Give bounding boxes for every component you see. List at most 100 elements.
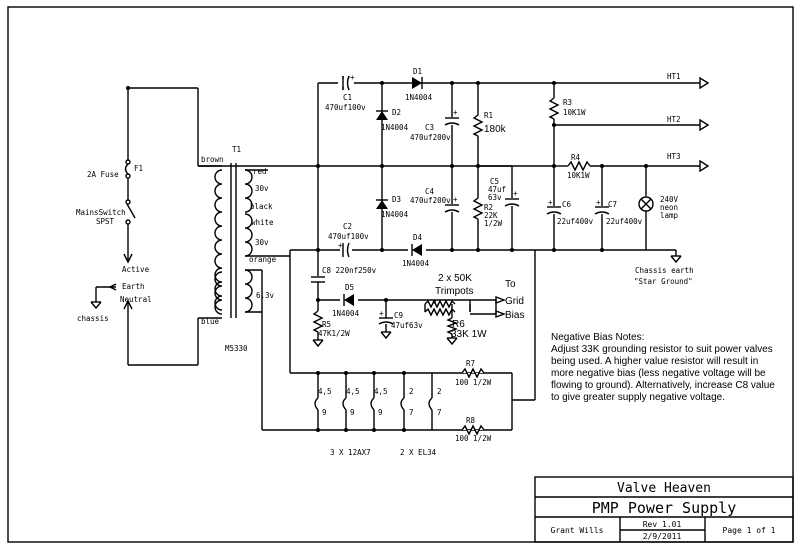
project-title: PMP Power Supply: [592, 499, 737, 517]
d3-label: D3: [392, 195, 401, 204]
r4-label: R4: [571, 153, 581, 162]
r7-label: R7: [466, 359, 475, 368]
to-grid-bias-3: Bias: [505, 310, 524, 321]
neon-lamp: [638, 196, 654, 212]
trimpot-1: [424, 299, 456, 309]
svg-text:+: +: [379, 309, 384, 318]
bias-notes: Negative Bias Notes: Adjust 33K groundin…: [551, 332, 775, 403]
ht1-terminal: [699, 76, 710, 90]
svg-text:+: +: [548, 198, 553, 207]
heater-pin-b-5: 7: [437, 408, 442, 417]
notes-line-5: to give greater supply negative voltage.: [551, 392, 725, 403]
neon-label-1: 240V: [660, 195, 679, 204]
c6-capacitor: [546, 206, 562, 215]
neon-label-2: neon: [660, 203, 678, 212]
r4-value: 10K1W: [567, 171, 590, 180]
grid-bias-arrow-1: [495, 295, 506, 305]
r2-label: R2: [484, 203, 493, 212]
c3-value: 470uf200v: [410, 133, 451, 142]
star-ground-label: "Star Ground": [634, 277, 693, 286]
page-number: Page 1 of 1: [723, 526, 776, 535]
sheet-border: [7, 6, 794, 543]
c9-value: 47uf63v: [391, 321, 423, 330]
v30a-label: 30v: [255, 184, 269, 193]
r6-resistor: [446, 317, 458, 335]
c9-capacitor: [378, 317, 394, 325]
notes-line-4: flowing to ground). Alternatively, incre…: [551, 380, 775, 391]
c8-capacitor: [311, 276, 325, 283]
title-block: Valve Heaven PMP Power Supply Grant Will…: [534, 476, 794, 543]
c8-label: C8 220nf250v: [322, 266, 377, 275]
chassis-ground-symbol: [670, 255, 682, 263]
to-grid-bias-1: To: [505, 279, 516, 290]
red-label: red: [253, 167, 267, 176]
polarity-marks: + + + + + + + +: [338, 73, 601, 318]
d1-value: 1N4004: [405, 93, 433, 102]
f1-label: F1: [134, 164, 143, 173]
heater-pin-b-4: 7: [409, 408, 414, 417]
r1-value: 180k: [484, 124, 507, 135]
fuse-label: 2A Fuse: [87, 170, 119, 179]
r2-value-2: 1/2W: [484, 219, 503, 228]
d4-value: 1N4004: [402, 259, 430, 268]
revision-date: 2/9/2011: [643, 532, 682, 541]
black-label: black: [250, 202, 273, 211]
white-label: white: [251, 218, 274, 227]
r1-label: R1: [484, 111, 493, 120]
d3-diode: [376, 199, 388, 209]
v30b-label: 30v: [255, 238, 269, 247]
svg-text:+: +: [453, 108, 458, 117]
neutral-label: Neutral: [120, 295, 152, 304]
r7-resistor: [461, 367, 485, 379]
c4-label: C4: [425, 187, 435, 196]
r5-value: 47K1/2W: [318, 329, 350, 338]
d4-diode: [408, 244, 426, 256]
r8-value: 100 1/2W: [455, 434, 492, 443]
svg-text:+: +: [338, 241, 343, 250]
c1-capacitor: [338, 75, 354, 91]
c7-label: C7: [608, 200, 617, 209]
c5-capacitor: [504, 198, 520, 207]
c5-value-1: 47uf: [488, 185, 506, 194]
r1-resistor: [472, 114, 484, 137]
transformer-t1: [214, 163, 253, 318]
c4-capacitor: [444, 204, 460, 213]
c2-capacitor: [340, 242, 352, 258]
r2-resistor: [472, 197, 484, 220]
svg-text:+: +: [350, 73, 355, 82]
r8-label: R8: [466, 416, 476, 425]
ht3-label: HT3: [667, 152, 681, 161]
r3-resistor: [548, 97, 560, 120]
trimpot-label-1: 2 x 50K: [438, 273, 472, 284]
orange-label: orange: [249, 255, 277, 264]
r7-value: 100 1/2W: [455, 378, 492, 387]
heater-pin-a-2: 4,5: [346, 387, 360, 396]
svg-text:+: +: [453, 195, 458, 204]
ht2-label: HT2: [667, 115, 681, 124]
d2-label: D2: [392, 108, 401, 117]
junction-dots: [126, 81, 648, 432]
c9-label: C9: [394, 311, 403, 320]
c5-label: C5: [490, 177, 499, 186]
c5-value-2: 63v: [488, 193, 502, 202]
svg-text:+: +: [596, 198, 601, 207]
d1-diode: [412, 77, 423, 89]
heater-pin-a-3: 4,5: [374, 387, 388, 396]
d1-label: D1: [413, 67, 422, 76]
r3-label: R3: [563, 98, 572, 107]
c3-label: C3: [425, 123, 434, 132]
c7-value: 22uf400v: [606, 217, 643, 226]
r3-value: 10K1W: [563, 108, 586, 117]
d2-diode: [376, 110, 388, 120]
m5330-label: M5330: [225, 344, 248, 353]
heater-pin-a-1: 4,5: [318, 387, 332, 396]
r2-value-1: 22K: [484, 211, 498, 220]
chassis-ground-left: [90, 301, 102, 309]
c2-label: C2: [343, 222, 352, 231]
fuse-f1: [124, 159, 131, 179]
d4-label: D4: [413, 233, 423, 242]
heater-pin-b-1: 9: [322, 408, 327, 417]
d2-value: 1N4004: [381, 123, 409, 132]
r5-label: R5: [322, 320, 331, 329]
notes-line-3: more negative bias (less negative voltag…: [551, 368, 766, 379]
